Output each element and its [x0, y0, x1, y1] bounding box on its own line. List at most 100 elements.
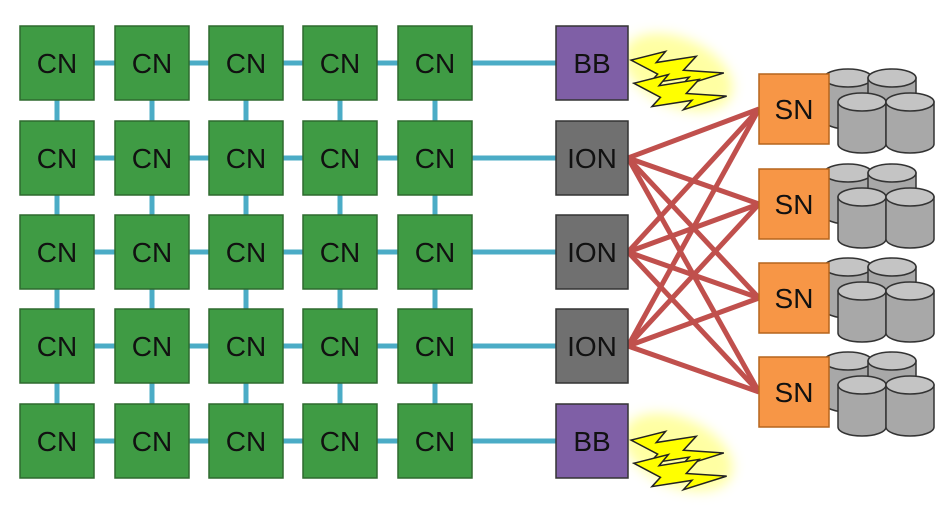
compute-node-label: CN: [415, 426, 455, 457]
compute-node-label: CN: [226, 426, 266, 457]
disk-stack-icon: [837, 92, 887, 154]
sn-4: SN: [758, 356, 830, 428]
compute-node-label: CN: [226, 331, 266, 362]
storage-link: [625, 107, 762, 348]
compute-node: CN: [397, 120, 473, 196]
ion-1-box: [555, 120, 629, 196]
lightning-bolt-icon: [631, 73, 727, 112]
compute-node-label: CN: [415, 331, 455, 362]
bb-top-lightning: [623, 33, 733, 112]
disk-stack-icon: [837, 281, 887, 343]
bb-top-label: BB: [573, 48, 610, 79]
compute-node-box: [208, 403, 284, 479]
bb-bottom-box: [555, 403, 629, 479]
compute-node-box: [114, 25, 190, 101]
compute-node: CN: [397, 403, 473, 479]
compute-node-box: [208, 308, 284, 384]
compute-node: CN: [208, 120, 284, 196]
bb-bottom-lightning: [623, 413, 733, 492]
lightning-layer: [623, 33, 733, 492]
compute-node-box: [302, 403, 378, 479]
nodes-layer: CN CN CN CN CN CN CN CN CN CN CN CN CN CN CN CN CN CN CN CN…: [19, 25, 830, 479]
sn-2-box: [758, 168, 830, 240]
disk-stack-icon: [885, 375, 935, 437]
ion-1: ION: [555, 120, 629, 196]
compute-node-label: CN: [415, 143, 455, 174]
sn-1-box: [758, 73, 830, 145]
compute-node-label: CN: [226, 48, 266, 79]
bb-bottom: BB: [555, 403, 629, 479]
sn-1-label: SN: [775, 94, 814, 125]
compute-node-label: CN: [320, 331, 360, 362]
compute-node-box: [397, 403, 473, 479]
lightning-bolt-icon: [631, 453, 727, 492]
compute-node-label: CN: [37, 331, 77, 362]
compute-node: CN: [302, 120, 378, 196]
compute-node: CN: [302, 403, 378, 479]
compute-node-box: [302, 308, 378, 384]
ion-2: ION: [555, 214, 629, 290]
compute-node-label: CN: [320, 237, 360, 268]
sn-3: SN: [758, 262, 830, 334]
compute-node-box: [114, 403, 190, 479]
disk-stack-icon: [885, 187, 935, 249]
compute-node-label: CN: [226, 143, 266, 174]
disk-stack-icon: [837, 187, 887, 249]
compute-node-label: CN: [415, 237, 455, 268]
compute-node: CN: [208, 25, 284, 101]
sn-3-label: SN: [775, 283, 814, 314]
compute-node-box: [397, 25, 473, 101]
storage-link: [627, 295, 760, 349]
compute-node-box: [302, 25, 378, 101]
storage-link: [627, 343, 760, 395]
compute-node: CN: [114, 120, 190, 196]
ion-3: ION: [555, 308, 629, 384]
compute-node: CN: [114, 25, 190, 101]
compute-node-box: [302, 120, 378, 196]
compute-node-label: CN: [320, 426, 360, 457]
compute-node: CN: [397, 25, 473, 101]
compute-node: CN: [302, 308, 378, 384]
compute-node: CN: [397, 214, 473, 290]
disk-stack-icon: [885, 281, 935, 343]
compute-node-box: [397, 308, 473, 384]
sn-2-label: SN: [775, 189, 814, 220]
compute-node-label: CN: [132, 143, 172, 174]
compute-node-label: CN: [132, 426, 172, 457]
storage-link: [626, 202, 761, 348]
compute-node: CN: [19, 25, 95, 101]
compute-node-label: CN: [320, 143, 360, 174]
ion-3-box: [555, 308, 629, 384]
compute-node-box: [19, 214, 95, 290]
compute-node: CN: [208, 403, 284, 479]
compute-node-box: [19, 403, 95, 479]
compute-node-label: CN: [37, 426, 77, 457]
ion-1-label: ION: [567, 143, 617, 174]
compute-node: CN: [19, 403, 95, 479]
compute-node-box: [19, 120, 95, 196]
compute-node-label: CN: [320, 48, 360, 79]
compute-node-label: CN: [132, 48, 172, 79]
compute-node: CN: [114, 214, 190, 290]
compute-node-label: CN: [37, 237, 77, 268]
compute-node-label: CN: [132, 331, 172, 362]
compute-node: CN: [302, 214, 378, 290]
sn-4-label: SN: [775, 377, 814, 408]
compute-node: CN: [19, 308, 95, 384]
links-layer: [54, 60, 762, 444]
compute-node-box: [208, 214, 284, 290]
compute-node-box: [302, 214, 378, 290]
compute-node-box: [19, 25, 95, 101]
compute-node-box: [114, 214, 190, 290]
bb-top: BB: [555, 25, 629, 101]
compute-node: CN: [208, 214, 284, 290]
ion-2-box: [555, 214, 629, 290]
disks-layer: [823, 68, 935, 437]
compute-node: CN: [19, 214, 95, 290]
storage-link: [626, 107, 761, 254]
bb-top-box: [555, 25, 629, 101]
compute-node: CN: [208, 308, 284, 384]
compute-node: CN: [114, 308, 190, 384]
sn-1: SN: [758, 73, 830, 145]
